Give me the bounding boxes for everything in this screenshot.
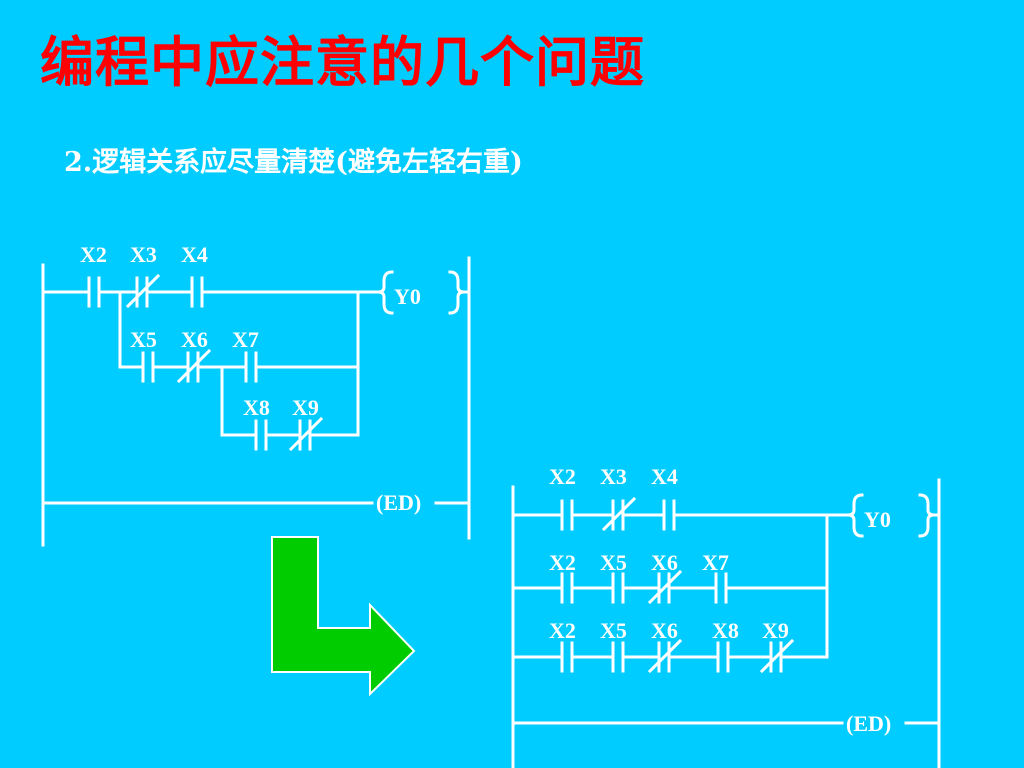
contact-label: X3 xyxy=(130,242,157,267)
contact-label: X9 xyxy=(292,395,319,420)
contact-label: X6 xyxy=(651,550,678,575)
transform-arrow-icon xyxy=(271,536,416,697)
contact-label: X5 xyxy=(600,550,627,575)
ladder-diagram-after xyxy=(511,478,941,768)
coil-label: Y0 xyxy=(864,507,891,532)
contact-label: X2 xyxy=(80,242,107,267)
contact-label: X8 xyxy=(243,395,270,420)
coil-right-bracket xyxy=(918,493,935,538)
contact-label: X4 xyxy=(181,242,208,267)
coil-left-bracket xyxy=(377,270,394,315)
coil-label: Y0 xyxy=(394,284,421,309)
page-title: 编程中应注意的几个问题 xyxy=(40,30,645,94)
contact-label: X9 xyxy=(762,618,789,643)
contact-label: X5 xyxy=(130,327,157,352)
contact-label: X6 xyxy=(651,618,678,643)
contact-label: X7 xyxy=(232,327,259,352)
contact-label: X6 xyxy=(181,327,208,352)
contact-label: X5 xyxy=(600,618,627,643)
contact-label: X7 xyxy=(702,550,729,575)
contact-label: X3 xyxy=(600,464,627,489)
contact-label: X2 xyxy=(549,618,576,643)
contact-label: X2 xyxy=(549,464,576,489)
end-instruction-label: (ED) xyxy=(376,490,421,515)
contact-label: X4 xyxy=(651,464,678,489)
end-instruction-label: (ED) xyxy=(846,711,891,736)
ladder-diagram-before xyxy=(41,256,471,547)
contact-label: X8 xyxy=(712,618,739,643)
contact-label: X2 xyxy=(549,550,576,575)
coil-right-bracket xyxy=(448,270,465,315)
coil-left-bracket xyxy=(847,493,864,538)
section-subtitle: 2.逻辑关系应尽量清楚(避免左轻右重) xyxy=(64,147,523,178)
